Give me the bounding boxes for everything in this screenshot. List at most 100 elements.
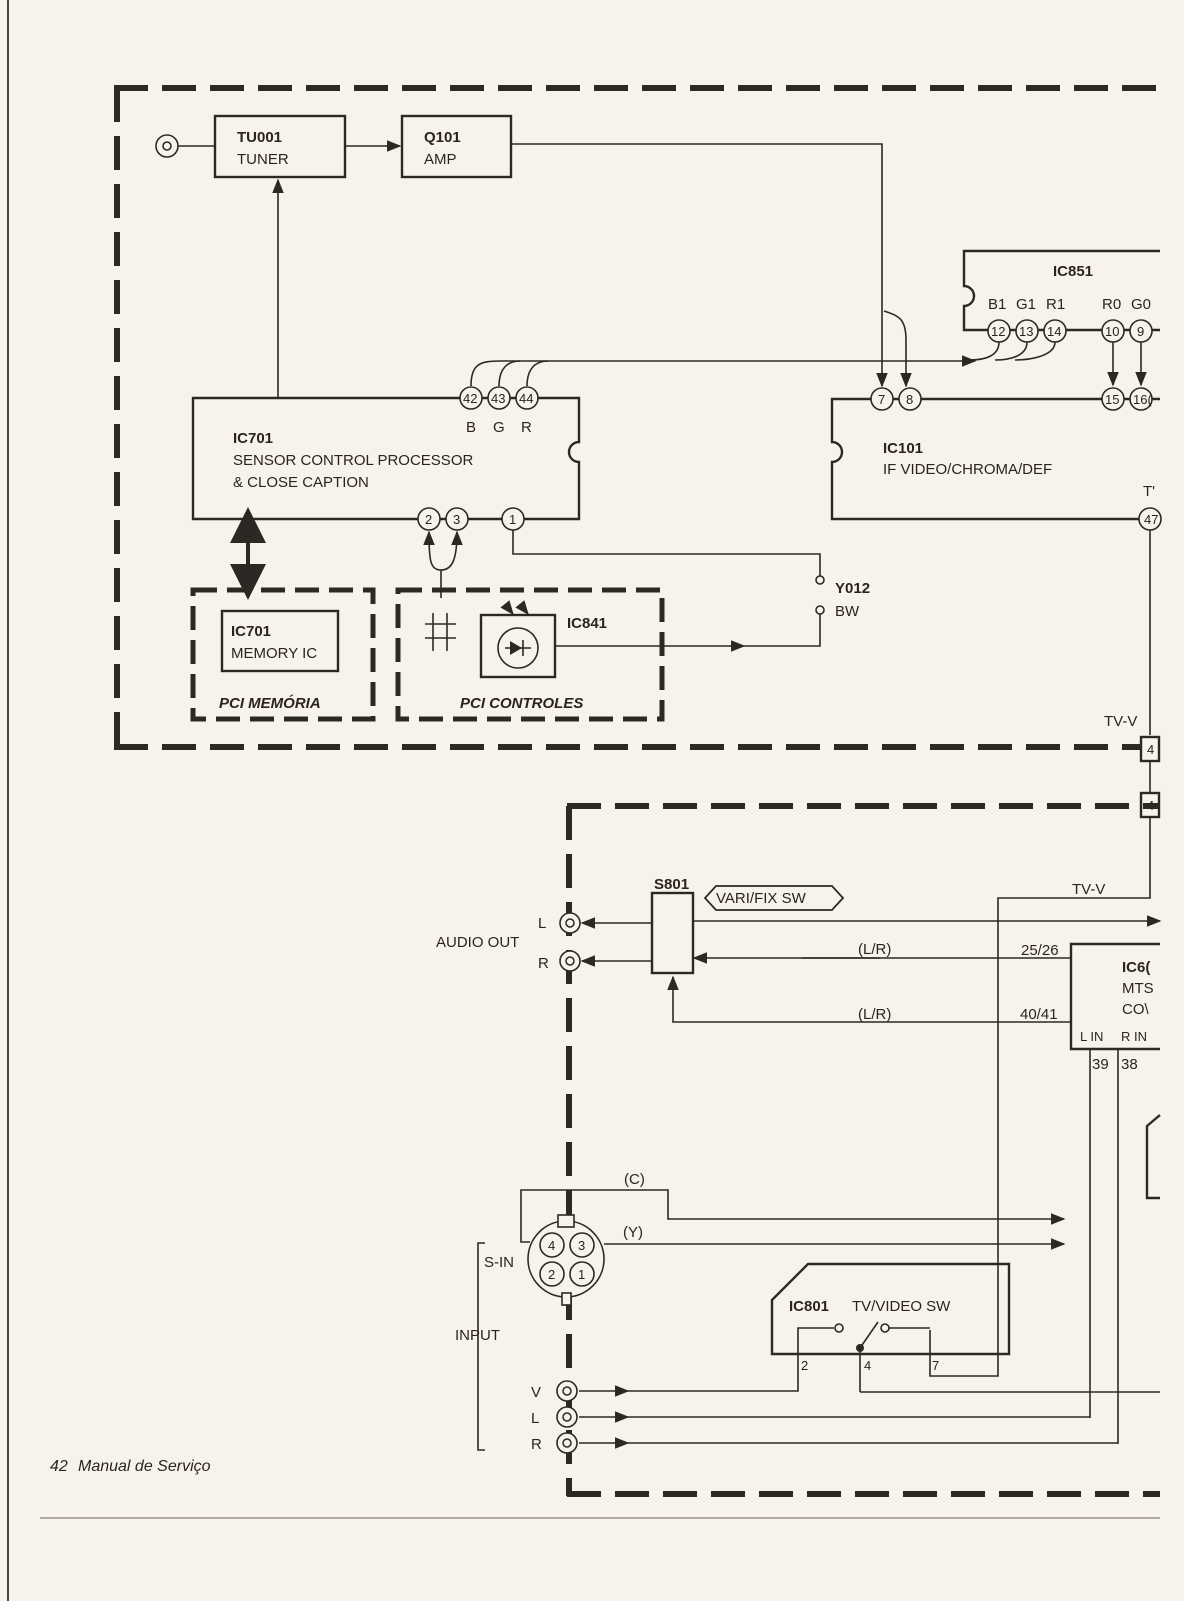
ic851-pin-circles: 12 13 14 10 9 — [987, 319, 1153, 343]
input-r-label: R — [531, 1436, 542, 1453]
s-in-label: S-IN — [484, 1254, 514, 1271]
svg-text:4: 4 — [548, 1238, 555, 1253]
ic701-bottom-pins: 2 3 1 — [417, 507, 525, 531]
ic6-rin: R IN — [1121, 1029, 1147, 1044]
antenna-input-icon — [155, 134, 179, 158]
ic801-ref: IC801 — [789, 1298, 829, 1315]
keypad-matrix-icon — [425, 613, 456, 651]
pin-7: 7 — [878, 392, 885, 407]
y-label: (Y) — [623, 1224, 643, 1241]
pin-12: 12 — [991, 324, 1005, 339]
ic701-top-pins: 42 43 44 — [459, 386, 539, 410]
ic6-ref: IC6( — [1122, 959, 1150, 976]
input-r-jack-icon — [556, 1432, 578, 1454]
pin-3: 3 — [453, 512, 460, 527]
connector-4a-label: 4 — [1147, 742, 1154, 757]
s-video-din-connector-icon: 4 3 2 1 — [527, 1214, 605, 1306]
tu001-name: TUNER — [237, 151, 289, 168]
ic801-pin-2: 2 — [801, 1358, 808, 1373]
input-label: INPUT — [455, 1327, 500, 1344]
ic851-block — [962, 249, 1160, 332]
s801-switch-block — [650, 891, 695, 975]
c-label: (C) — [624, 1171, 645, 1188]
y012-contact-top — [815, 575, 825, 585]
pci-memoria-label: PCI MEMÓRIA — [219, 694, 321, 712]
ic101-ref: IC101 — [883, 440, 923, 457]
ic851-pin-b1: B1 — [988, 296, 1006, 313]
ic701-line2: & CLOSE CAPTION — [233, 474, 369, 491]
ic801-switch-block — [770, 1262, 1011, 1356]
ic701mem-ref: IC701 — [231, 623, 271, 640]
svg-text:2: 2 — [548, 1267, 555, 1282]
tv-v-bottom-label: TV-V — [1072, 881, 1105, 898]
audio-out-r-jack-icon — [559, 950, 581, 972]
pin-10: 10 — [1105, 324, 1119, 339]
pin-44: 44 — [519, 391, 533, 406]
y012-contact-bottom — [815, 605, 825, 615]
svg-text:3: 3 — [578, 1238, 585, 1253]
ic701-pin-r: R — [521, 419, 532, 436]
ic701-ref: IC701 — [233, 430, 273, 447]
footer-page-number: 42 — [50, 1458, 68, 1475]
footer-title: Manual de Serviço — [78, 1458, 211, 1475]
y012-ref: Y012 — [835, 580, 870, 597]
audio-out-label: AUDIO OUT — [436, 934, 519, 951]
vari-fix-tag — [703, 885, 845, 911]
input-bracket — [477, 1242, 485, 1451]
ic701-pin-g: G — [493, 419, 505, 436]
pin-2526: 25/26 — [1021, 942, 1059, 959]
audio-out-l: L — [538, 915, 546, 932]
input-v-label: V — [531, 1384, 541, 1401]
partial-block-right — [1145, 1114, 1161, 1200]
input-l-label: L — [531, 1410, 539, 1427]
pin-39: 39 — [1092, 1056, 1109, 1073]
ic701mem-name: MEMORY IC — [231, 645, 317, 662]
q101-amp-block — [400, 114, 513, 179]
pin-38: 38 — [1121, 1056, 1138, 1073]
pin-4041: 40/41 — [1020, 1006, 1058, 1023]
ic701-memory-block — [220, 609, 340, 673]
ic801-pin-4: 4 — [864, 1358, 871, 1373]
pin-15: 15 — [1105, 392, 1119, 407]
s801-ref: S801 — [654, 876, 689, 893]
t-label: T' — [1143, 483, 1155, 500]
input-v-jack-icon — [556, 1380, 578, 1402]
ic6-mts-block — [1069, 942, 1160, 1051]
audio-out-r: R — [538, 955, 549, 972]
pin-43: 43 — [491, 391, 505, 406]
pin-47: 47 — [1144, 512, 1158, 527]
pin-9: 9 — [1137, 324, 1144, 339]
ic6-line1: MTS — [1122, 980, 1154, 997]
pin-1: 1 — [509, 512, 516, 527]
input-l-jack-icon — [556, 1406, 578, 1428]
ic841-ref: IC841 — [567, 615, 607, 632]
lr-label-1: (L/R) — [858, 941, 891, 958]
ic851-pin-r0: R0 — [1102, 296, 1121, 313]
pin-14: 14 — [1047, 324, 1061, 339]
pin-2: 2 — [425, 512, 432, 527]
ic101-pins: 7 8 15 16( — [870, 387, 1153, 411]
tu001-ref: TU001 — [237, 129, 282, 146]
ic801-name: TV/VIDEO SW — [852, 1298, 951, 1315]
audio-out-l-jack-icon — [559, 912, 581, 934]
ic851-ref: IC851 — [1053, 263, 1093, 280]
lr-label-2: (L/R) — [858, 1006, 891, 1023]
pin-13: 13 — [1019, 324, 1033, 339]
ic801-switch-icon — [797, 1321, 930, 1392]
ic701-line1: SENSOR CONTROL PROCESSOR — [233, 452, 473, 469]
ic101-block — [830, 397, 1160, 521]
ic851-pin-g1: G1 — [1016, 296, 1036, 313]
q101-ref: Q101 — [424, 129, 461, 146]
pci-controles-board — [395, 587, 665, 722]
pin-42: 42 — [463, 391, 477, 406]
ir-receiver-icon — [497, 600, 539, 669]
vari-fix-label: VARI/FIX SW — [716, 890, 807, 907]
q101-name: AMP — [424, 151, 457, 168]
ic851-pin-g0: G0 — [1131, 296, 1151, 313]
pin-16: 16( — [1133, 392, 1152, 407]
ic701-processor-block — [191, 396, 581, 521]
pci-memoria-board — [190, 587, 376, 722]
ic6-line2: CO\ — [1122, 1001, 1150, 1018]
